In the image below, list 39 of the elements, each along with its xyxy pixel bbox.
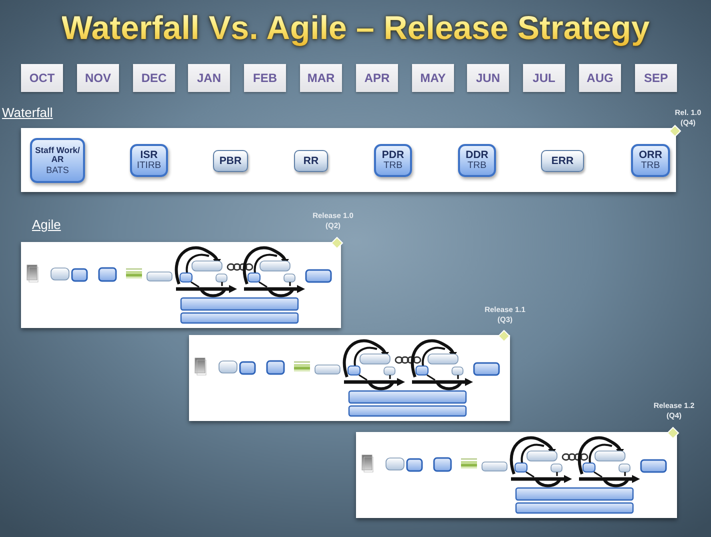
month-box: NOV: [77, 64, 119, 92]
milestone-diamond: [331, 237, 343, 249]
review-box: [294, 150, 328, 172]
review-box: [213, 150, 248, 172]
review-board: TRB: [384, 161, 402, 172]
month-box: JUN: [467, 64, 509, 92]
review-box: [541, 150, 584, 172]
review-board: ITIRB: [136, 161, 162, 172]
review-name: RR: [303, 154, 319, 168]
month-box: OCT: [21, 64, 63, 92]
month-box: DEC: [133, 64, 175, 92]
milestone-review-box: [631, 144, 670, 177]
milestone-diamond: [498, 330, 510, 342]
month-box: JAN: [188, 64, 230, 92]
review-name: PBR: [219, 154, 242, 168]
milestone-diamond: [669, 125, 681, 137]
review-name: PDR: [382, 149, 404, 162]
review-board: TRB: [468, 161, 486, 172]
review-name: DDR: [466, 149, 488, 162]
review-name: ISR: [140, 149, 158, 162]
milestone-diamond: [667, 427, 679, 439]
review-board: BATS: [46, 165, 69, 176]
review-board: TRB: [641, 161, 660, 172]
review-name: Staff Work/ AR: [34, 146, 81, 166]
review-name: ERR: [551, 154, 574, 168]
review-name: ORR: [638, 149, 662, 162]
milestone-review-box: [130, 144, 168, 177]
month-box: MAY: [412, 64, 454, 92]
milestone-review-box: [374, 144, 412, 177]
month-box: APR: [356, 64, 398, 92]
month-box: MAR: [300, 64, 342, 92]
milestone-review-box: [458, 144, 496, 177]
month-box: AUG: [579, 64, 621, 92]
milestone-review-box: [30, 138, 85, 183]
section-heading: Agile: [32, 218, 61, 233]
month-box: SEP: [635, 64, 677, 92]
month-box: FEB: [244, 64, 286, 92]
month-box: JUL: [523, 64, 565, 92]
section-heading: Waterfall: [2, 106, 53, 121]
